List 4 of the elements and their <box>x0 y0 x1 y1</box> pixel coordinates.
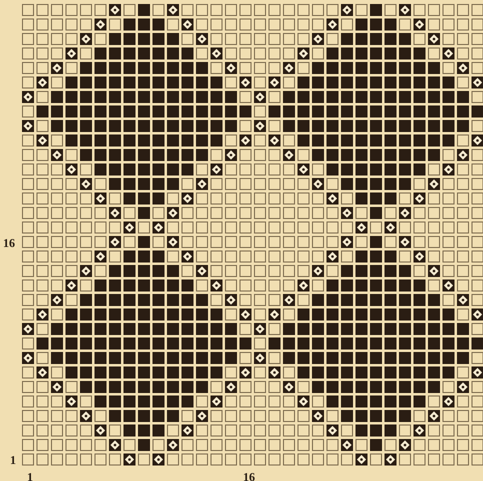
grid-index-number: 16 <box>3 237 15 249</box>
grid-index-number: 1 <box>27 471 33 481</box>
grid-index-number: 1 <box>10 454 16 466</box>
grid-index-number: 16 <box>243 471 255 481</box>
